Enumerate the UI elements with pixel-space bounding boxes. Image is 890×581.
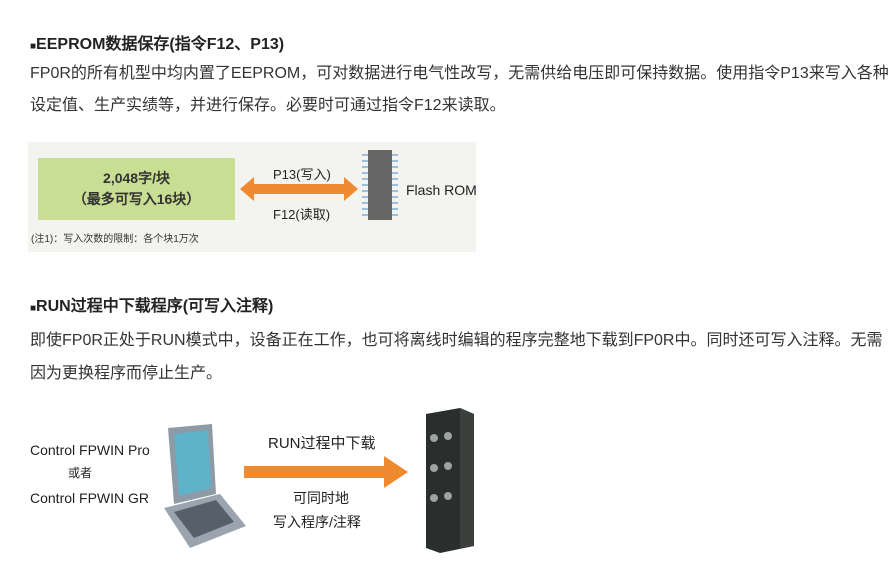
plc-icon (426, 408, 474, 553)
bullet: ■ (30, 41, 37, 52)
write-label: P13(写入) (273, 167, 331, 182)
title-text: RUN过程中下载程序(可写入注释) (36, 298, 274, 315)
or-text: 或者 (68, 466, 93, 480)
device-label: Flash ROM (406, 182, 477, 198)
bullet: ■ (30, 303, 37, 314)
eeprom-diagram: 2,048字/块 （最多可写入16块） P13(写入) F12(读取) Flas… (28, 142, 477, 252)
capacity-limit-text: （最多可写入16块） (72, 191, 201, 207)
section1-line1: FP0R的所有机型中均内置了EEPROM，可对数据进行电气性改写，无需供给电压即… (30, 65, 889, 82)
capacity-text: 2,048字/块 (103, 170, 170, 186)
capacity-box: 2,048字/块 （最多可写入16块） (38, 158, 235, 220)
bidirectional-arrow-icon (240, 177, 358, 201)
read-label: F12(读取) (273, 207, 331, 222)
section2-line1: 即使FP0R正处于RUN模式中，设备正在工作，也可将离线时编辑的程序完整地下载到… (30, 332, 883, 349)
section1-title: ■EEPROM数据保存(指令F12、P13) (30, 30, 284, 54)
run-download-label: RUN过程中下载 (268, 435, 376, 452)
laptop-icon (164, 424, 246, 548)
run-download-diagram: Control FPWIN Pro 或者 Control FPWIN GR RU… (28, 408, 478, 553)
write-limit-note: (注1)：写入次数的限制：各个块1万次 (31, 234, 199, 245)
simultaneous-label: 可同时地 (293, 490, 349, 506)
title-text: EEPROM数据保存(指令F12、P13) (36, 36, 285, 53)
software-pro: Control FPWIN Pro (30, 442, 150, 458)
right-arrow-icon (244, 456, 408, 488)
software-gr: Control FPWIN GR (30, 490, 150, 506)
section2-line2: 因为更换程序而停止生产。 (30, 365, 223, 382)
write-program-comment-label: 写入程序/注释 (273, 514, 361, 530)
chip-icon (362, 150, 398, 220)
section2-title: ■RUN过程中下载程序(可写入注释) (30, 292, 273, 316)
section1-line2: 设定值、生产实绩等，并进行保存。必要时可通过指令F12来读取。 (30, 97, 506, 114)
